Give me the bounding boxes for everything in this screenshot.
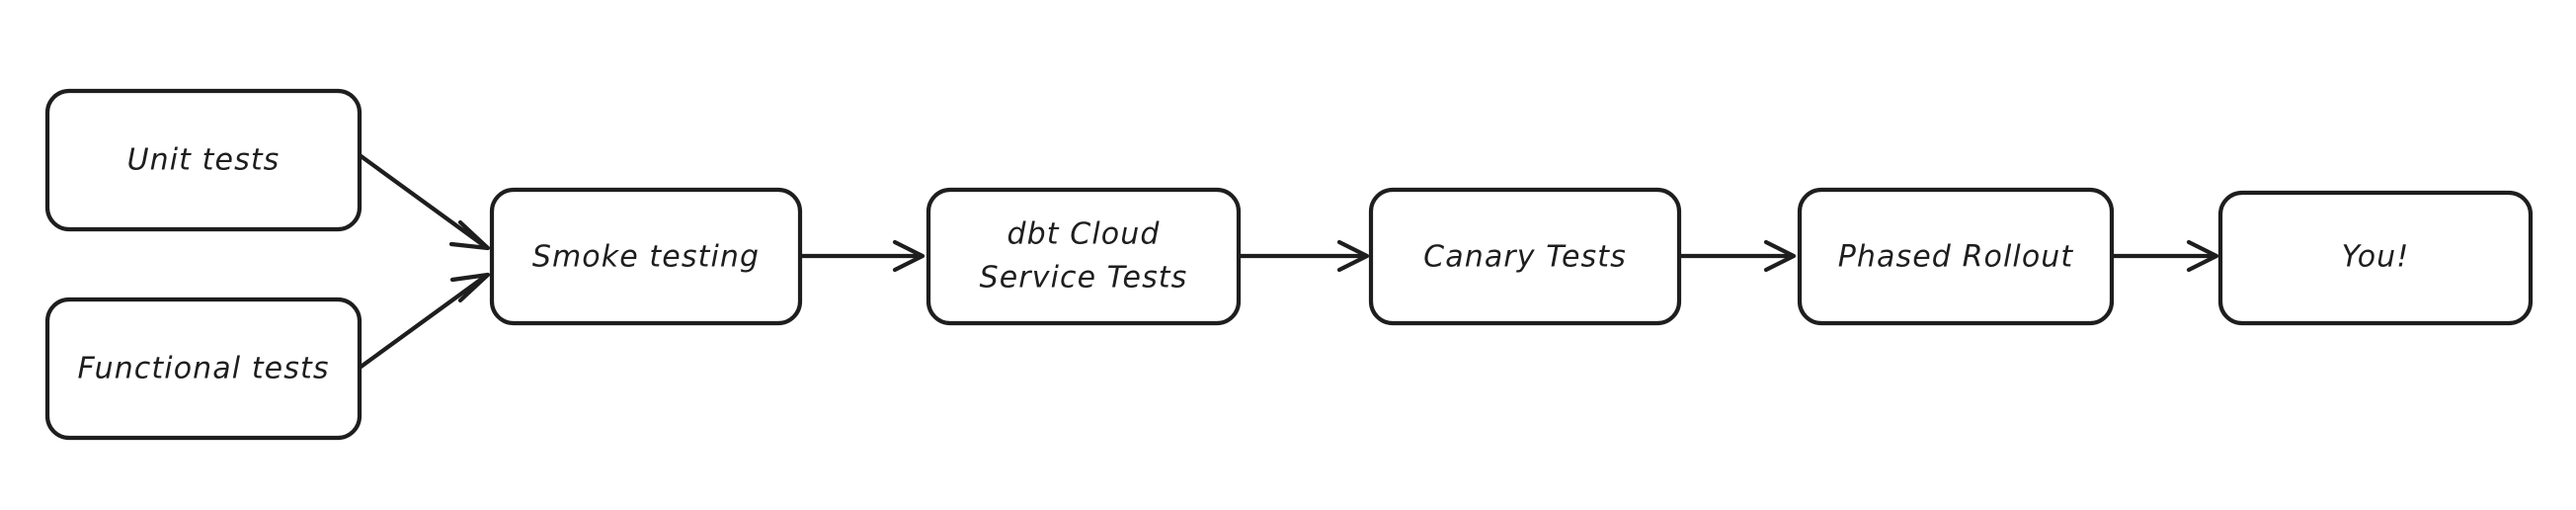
node-smoke-testing-shape[interactable] bbox=[489, 187, 803, 326]
node-phased-rollout-label: Phased Rollout bbox=[1838, 240, 2074, 275]
node-smoke-testing[interactable]: Smoke testing bbox=[489, 187, 803, 326]
node-unit-tests-shape[interactable] bbox=[44, 88, 362, 232]
node-phased-rollout-shape[interactable] bbox=[1797, 187, 2115, 326]
node-canary-tests[interactable]: Canary Tests bbox=[1368, 187, 1682, 326]
edge-unit-tests-to-smoke-testing bbox=[357, 152, 491, 251]
node-functional-tests[interactable]: Functional tests bbox=[44, 297, 362, 441]
node-dbt-cloud-service-tests-label-line-1: dbt Cloud bbox=[1007, 217, 1161, 252]
edge-smoke-testing-to-dbt-cloud-service-tests bbox=[797, 239, 926, 273]
node-you-label: You! bbox=[2342, 240, 2410, 275]
edge-functional-tests-to-smoke-testing bbox=[357, 272, 491, 371]
edge-canary-tests-to-phased-rollout bbox=[1676, 239, 1797, 273]
node-dbt-cloud-service-tests-label-line-2: Service Tests bbox=[980, 261, 1188, 296]
edge-dbt-cloud-service-tests-to-canary-tests bbox=[1236, 239, 1370, 273]
node-phased-rollout[interactable]: Phased Rollout bbox=[1797, 187, 2115, 326]
node-canary-tests-label: Canary Tests bbox=[1423, 240, 1627, 275]
node-dbt-cloud-service-tests-shape[interactable] bbox=[926, 187, 1242, 326]
node-functional-tests-label: Functional tests bbox=[77, 352, 329, 386]
node-dbt-cloud-service-tests[interactable]: dbt Cloud Service Tests bbox=[926, 187, 1242, 326]
node-you[interactable]: You! bbox=[2217, 190, 2534, 326]
node-canary-tests-shape[interactable] bbox=[1368, 187, 1682, 326]
node-you-shape[interactable] bbox=[2217, 190, 2534, 326]
node-unit-tests[interactable]: Unit tests bbox=[44, 88, 362, 232]
node-unit-tests-label: Unit tests bbox=[127, 143, 281, 178]
edge-phased-rollout-to-you bbox=[2109, 239, 2219, 273]
node-smoke-testing-label: Smoke testing bbox=[532, 240, 760, 275]
node-functional-tests-shape[interactable] bbox=[44, 297, 362, 441]
